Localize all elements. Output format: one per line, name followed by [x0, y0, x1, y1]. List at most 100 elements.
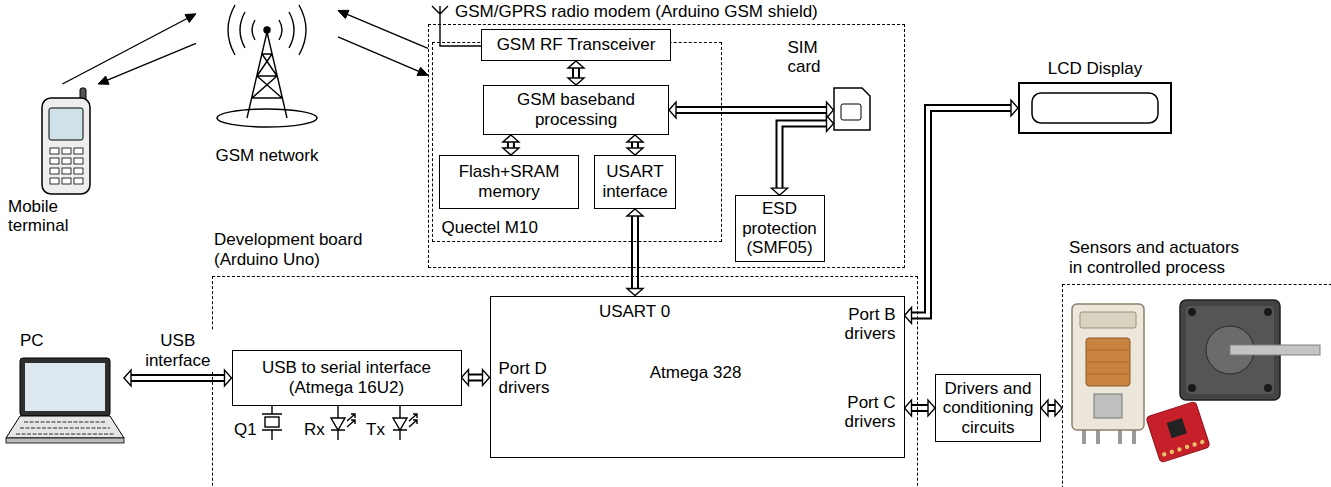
bus-arrow [669, 102, 834, 118]
led-symbol [393, 406, 417, 440]
bus-band [780, 124, 827, 189]
node-label-holder: PC [20, 331, 44, 351]
phone-icon [74, 178, 83, 184]
led-symbol [393, 418, 407, 430]
bus-band [780, 124, 827, 189]
arrow-head [1011, 100, 1018, 116]
node-label-holder: Atmega 328 [650, 363, 742, 383]
phone-icon [62, 178, 71, 184]
network-tower: GSM network [196, 4, 338, 168]
tower-icon [217, 109, 317, 127]
driver-box: Drivers and conditioning circuits [935, 374, 1041, 442]
bus-band [469, 374, 483, 382]
module-frame: Quectel M10GSM RF TransceiverGSM baseban… [432, 42, 722, 242]
bus-band [912, 108, 1012, 315]
crystal-symbol [262, 406, 282, 440]
edge-label-holder: USB interface [136, 331, 220, 370]
tower-icon [228, 5, 306, 55]
phone-icon [42, 88, 90, 194]
radio-link-line [347, 14, 428, 48]
bus-arrow [772, 115, 834, 195]
laptop-icon [6, 416, 124, 438]
phone-icon [50, 148, 59, 154]
arrow-head [124, 370, 131, 386]
lcd-screen [1032, 93, 1158, 123]
bus-band [912, 404, 929, 412]
phone-icon [50, 148, 83, 184]
bus-band [1048, 406, 1055, 410]
node-label: SIM card [788, 38, 836, 77]
relay-photo [1086, 338, 1130, 386]
sensor-board-photo [1146, 401, 1210, 463]
node-label: LCD Display [1048, 59, 1142, 79]
arrow-head [905, 307, 912, 323]
node-label: PC [20, 331, 44, 351]
laptop-icon [16, 422, 114, 434]
lcd-screen [1032, 93, 1158, 123]
bus-band [131, 374, 225, 382]
phone-icon [50, 158, 59, 164]
node-label: USART 0 [599, 302, 670, 322]
laptop-icon [20, 358, 110, 416]
node-label-holder: Port B drivers [826, 305, 896, 344]
protection-box: ESD protection (SMF05) [735, 195, 825, 262]
led-symbol [409, 414, 417, 427]
bus-arrow [503, 135, 519, 155]
node-label-holder: Sensors and actuators in controlled proc… [1069, 238, 1249, 277]
node-label-holder: LCD Display [1048, 59, 1142, 79]
bus-band [469, 376, 483, 380]
modem-shield-frame: GSM/GPRS radio modem (Arduino GSM shield… [428, 24, 905, 268]
sensor-board-photo [1177, 447, 1183, 453]
arrow-head [905, 400, 912, 416]
node-label: Port D drivers [499, 359, 569, 398]
bus-band [131, 376, 225, 380]
bus-arrow [568, 61, 584, 85]
tower-icon [247, 32, 287, 118]
process-box: GSM baseband processing [483, 85, 669, 135]
sensor-board-photo [1161, 452, 1167, 458]
laptop-icon [6, 358, 124, 443]
node-label: Port C drivers [826, 393, 896, 432]
radio-link-arrow [98, 43, 196, 84]
node-label: GSM network [216, 146, 319, 166]
bus-band [676, 106, 827, 114]
box-label: USB to serial interface (Atmega 16U2) [254, 358, 439, 397]
node-label-holder: SIM card [788, 38, 836, 77]
component-label-holder: Q1 [234, 420, 257, 440]
sim-card-icon [841, 104, 861, 120]
phone-icon [74, 158, 83, 164]
arrow-head [503, 148, 519, 155]
arrow-head [627, 209, 643, 216]
box-label: USART interface [599, 162, 671, 201]
led-symbol [347, 414, 355, 427]
lcd-display: LCD Display [1018, 82, 1172, 134]
arrow-head [503, 135, 519, 142]
bus-arrow [1041, 400, 1062, 416]
sensor-board-photo [1192, 442, 1198, 448]
node-label: Atmega 328 [650, 363, 742, 383]
stepper-motor-photo [1180, 300, 1320, 400]
node-label: Mobile terminal [8, 197, 88, 236]
stepper-motor-photo [1188, 384, 1196, 392]
bus-band [676, 108, 827, 112]
bus-band [507, 142, 515, 148]
process-box: GSM RF Transceiver [481, 29, 671, 61]
bus-arrow [124, 370, 232, 386]
arrow-head [627, 289, 643, 296]
phone-icon [42, 98, 90, 194]
interface-chip-box: USB to serial interface (Atmega 16U2) [232, 350, 462, 406]
radio-link-arrow [338, 10, 428, 48]
process-frame: Sensors and actuators in controlled proc… [1062, 284, 1331, 487]
arrow-head [1041, 400, 1048, 416]
arrow-head [1055, 400, 1062, 416]
node-label-holder: Port D drivers [499, 359, 569, 398]
relay-photo [1080, 312, 1136, 328]
phone-icon [62, 158, 71, 164]
arrow-head [827, 102, 834, 118]
component-label-holder: Tx [366, 420, 385, 440]
arrow-head [338, 10, 349, 18]
box-label: GSM RF Transceiver [497, 35, 656, 55]
arrow-head [568, 61, 584, 68]
node-label-holder: Development board (Arduino Uno) [214, 230, 384, 269]
box-label: ESD protection (SMF05) [740, 199, 820, 258]
